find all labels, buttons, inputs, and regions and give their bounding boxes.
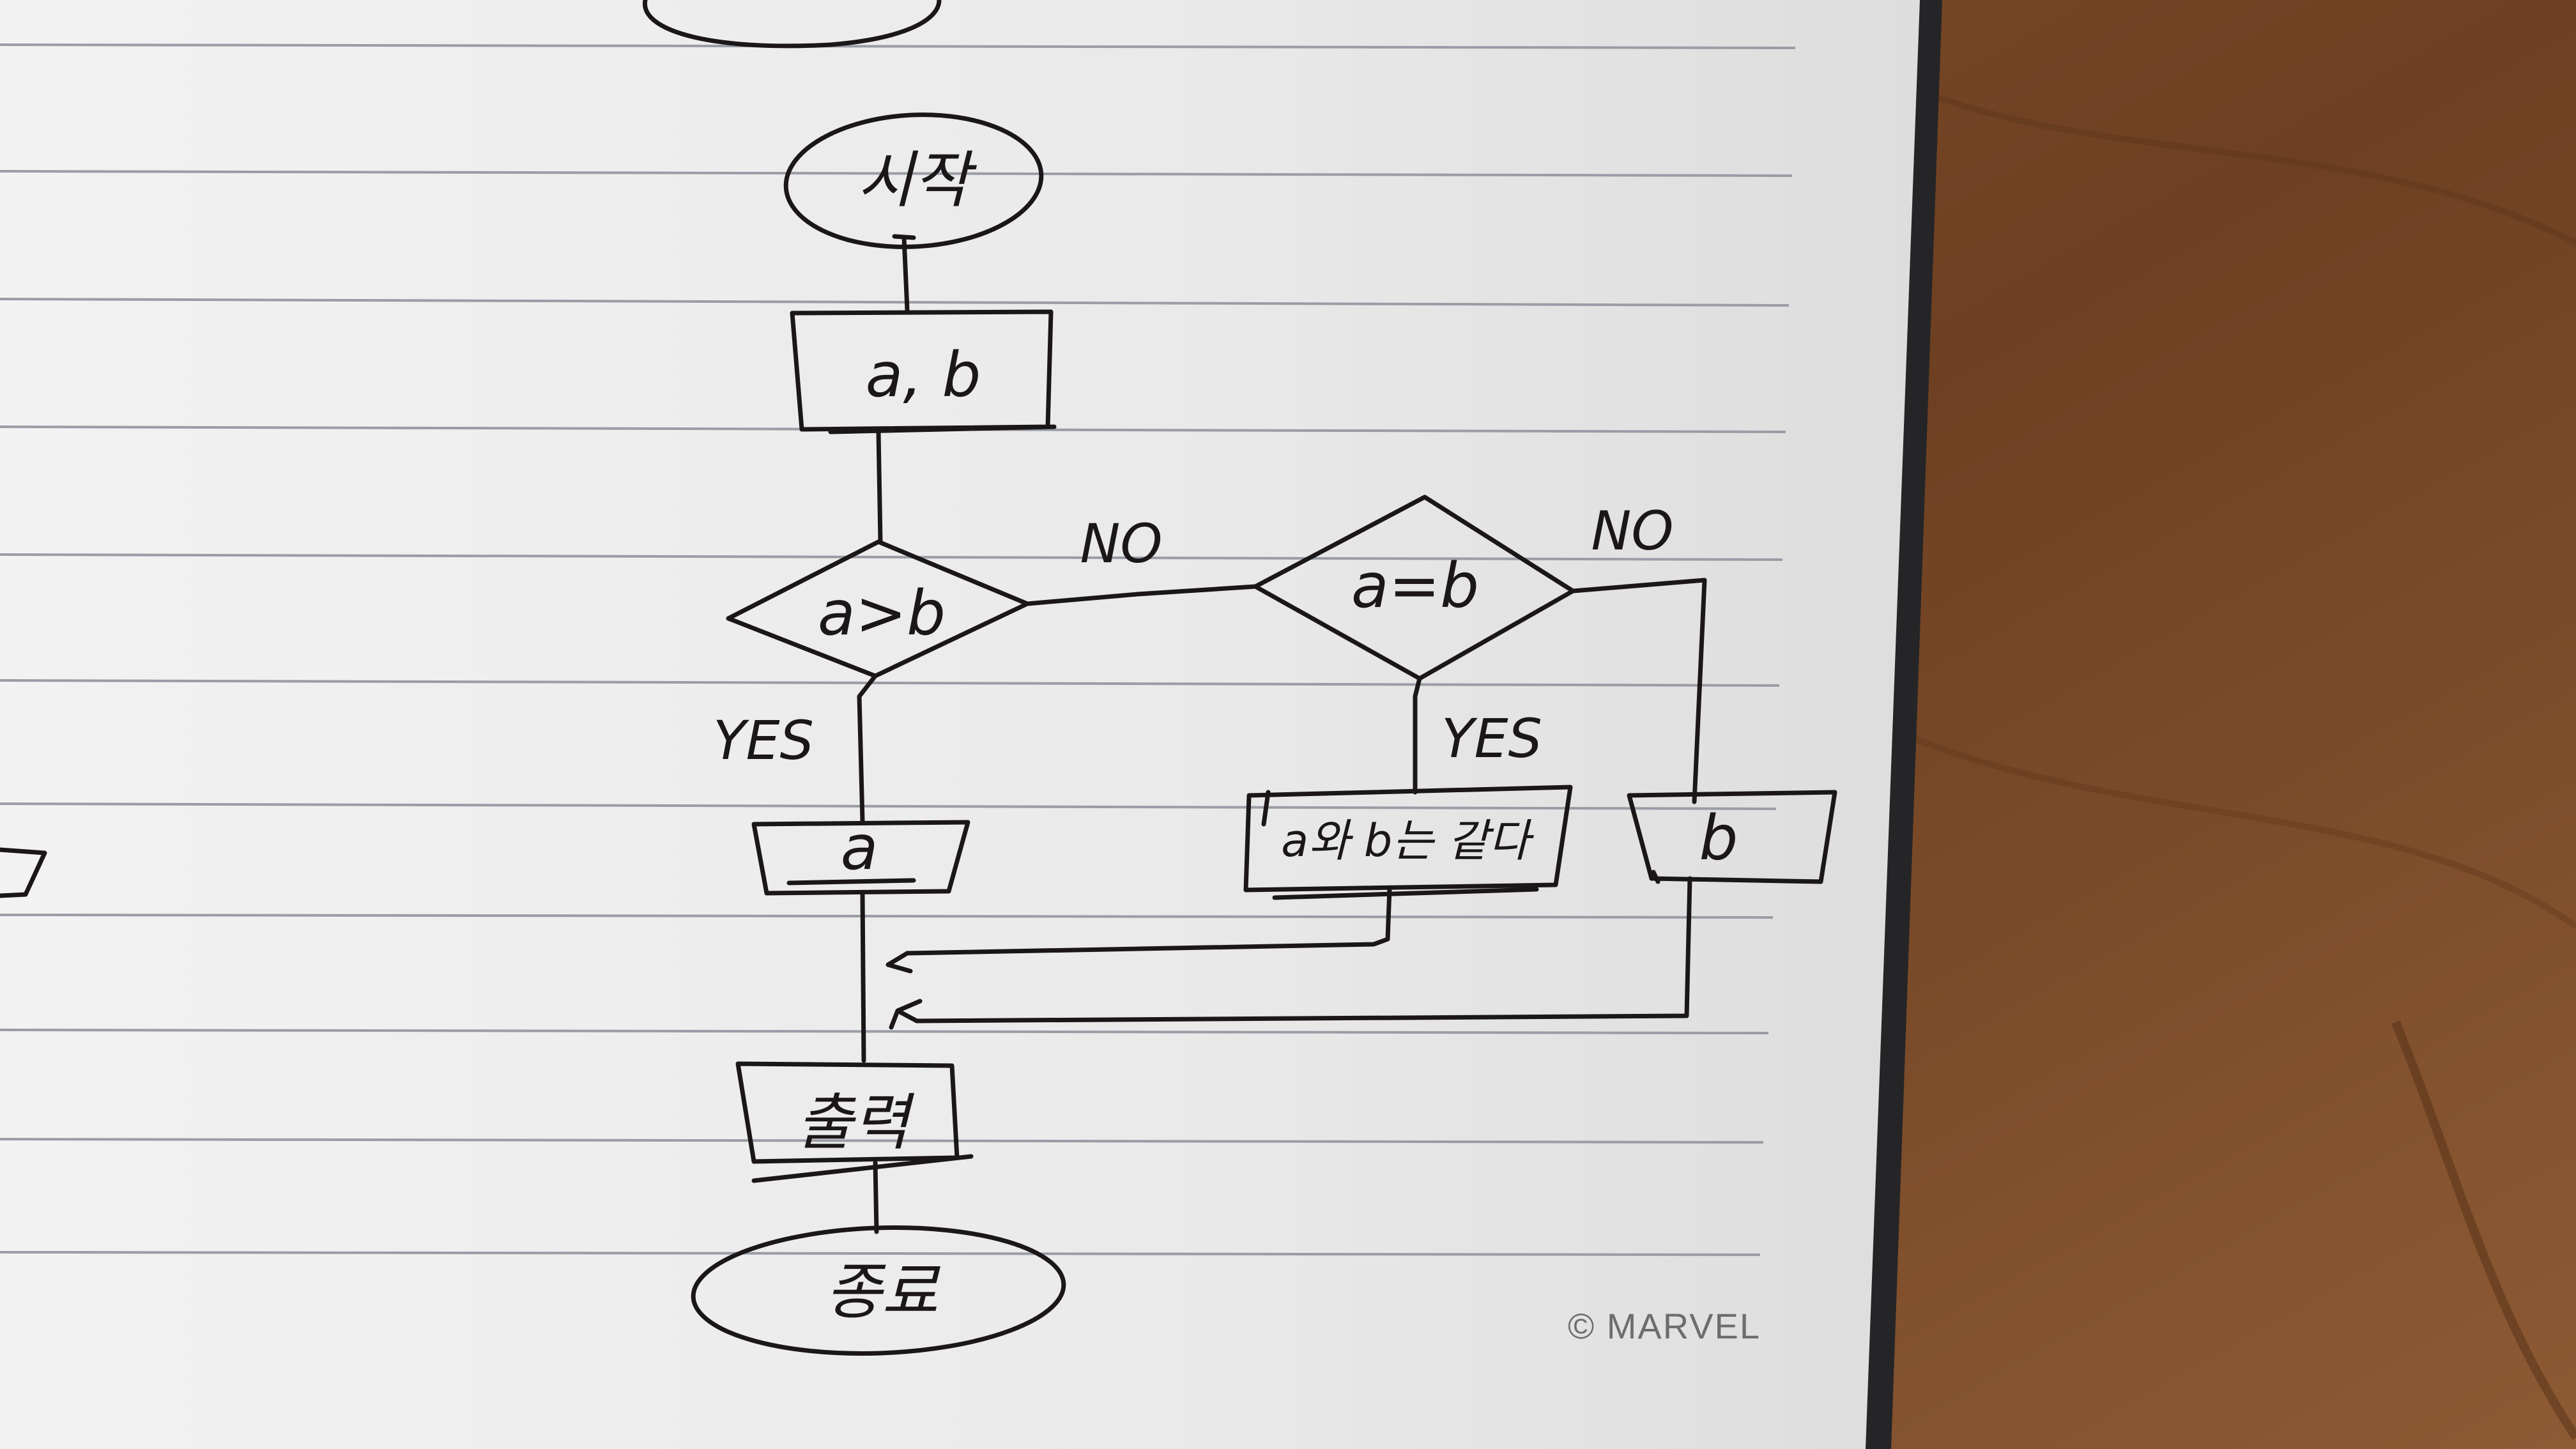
connector-print-end [873, 1160, 879, 1234]
connector-start-input [892, 234, 916, 312]
connector-b-merge [914, 876, 1692, 1023]
start-terminator [783, 112, 1044, 249]
paper-page [0, 0, 1920, 1449]
arrowhead-equal-merge [885, 951, 913, 974]
decision-gt-label: a>b [818, 578, 946, 649]
print-box [735, 1061, 974, 1183]
connector-input-decision [876, 429, 883, 544]
wood-grain [1903, 732, 2576, 930]
end-label: 종료 [825, 1256, 940, 1328]
input-label: a, b [866, 339, 981, 411]
output-equal-label: a와 b는 같다 [1281, 815, 1534, 867]
connector-a-print [860, 892, 866, 1063]
output-a-box [751, 820, 970, 896]
edge-gt-yes [857, 673, 878, 824]
input-box [790, 309, 1057, 434]
edge-gt-no-label: NO [1080, 512, 1163, 575]
connector-equal-merge [905, 885, 1392, 956]
arrowhead-b-merge [889, 999, 923, 1030]
edge-gt-yes-label: YES [713, 709, 814, 772]
edge-gt-no [1025, 584, 1258, 606]
start-label: 시작 [857, 144, 977, 216]
edge-eq-no [1570, 578, 1707, 804]
output-b-box [1627, 790, 1837, 884]
end-terminator [691, 1225, 1066, 1356]
output-a-label: a [841, 812, 878, 884]
watermark: © MARVEL [1568, 1306, 1761, 1346]
edge-eq-no-label: NO [1591, 500, 1674, 562]
print-label: 출력 [797, 1087, 915, 1158]
edge-eq-yes [1413, 676, 1422, 795]
decision-eq-label: a=b [1351, 550, 1479, 622]
output-equal-box [1243, 785, 1573, 900]
previous-shape-fragment [0, 847, 47, 898]
wood-grain [1915, 86, 2576, 246]
previous-shape-fragment [642, 0, 942, 49]
edge-eq-yes-label: YES [1441, 707, 1542, 770]
wood-grain [2391, 1020, 2576, 1440]
output-b-label: b [1699, 802, 1738, 874]
